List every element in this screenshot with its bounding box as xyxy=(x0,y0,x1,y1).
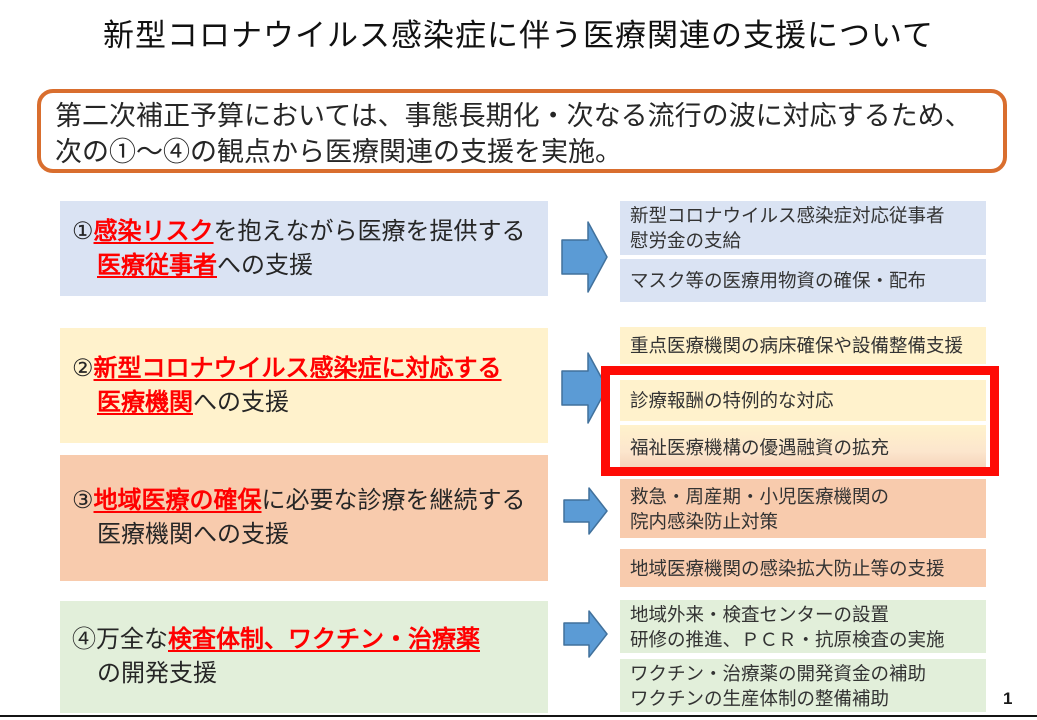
category-1-text-2: への支援 xyxy=(217,251,313,279)
support-item: 診療報酬の特例的な対応 xyxy=(620,380,986,421)
category-1-number: ① xyxy=(72,217,94,245)
intro-box: 第二次補正予算においては、事態長期化・次なる流行の波に対応するため、 次の①～④… xyxy=(37,89,1007,173)
category-1-line-1: ①感染リスクを抱えながら医療を提供する xyxy=(72,215,548,249)
arrow-right-icon xyxy=(563,610,608,658)
category-box-2: ②新型コロナウイルス感染症に対応する 医療機関への支援 xyxy=(60,328,548,443)
category-2-line-1: ②新型コロナウイルス感染症に対応する xyxy=(72,352,548,386)
category-3-text-2: 医療機関への支援 xyxy=(97,521,289,548)
support-item: 重点医療機関の病床確保や設備整備支援 xyxy=(620,327,986,364)
category-1-line-2: 医療従事者への支援 xyxy=(97,249,548,283)
support-item: マスク等の医療用物資の確保・配布 xyxy=(620,259,986,302)
category-3-emphasis: 地域医療の確保 xyxy=(93,487,262,514)
category-1-text: を抱えながら医療を提供する xyxy=(213,217,526,245)
category-3-line-1: ③地域医療の確保に必要な診療を継続する xyxy=(72,484,548,518)
support-item: 地域医療機関の感染拡大防止等の支援 xyxy=(620,549,986,587)
arrow-right-icon xyxy=(561,352,608,424)
category-3-number: ③ xyxy=(72,487,94,514)
arrow-right-icon xyxy=(561,221,608,293)
category-2-line-2: 医療機関への支援 xyxy=(97,386,548,420)
support-item: 新型コロナウイルス感染症対応従事者 慰労金の支給 xyxy=(620,201,986,255)
support-item: 地域外来・検査センターの設置 研修の推進、ＰＣＲ・抗原検査の実施 xyxy=(620,600,986,653)
category-2-emphasis: 新型コロナウイルス感染症に対応する xyxy=(93,354,502,382)
support-item: 救急・周産期・小児医療機関の 院内感染防止対策 xyxy=(620,479,986,538)
page-title: 新型コロナウイルス感染症に伴う医療関連の支援について xyxy=(102,18,935,53)
category-1-emphasis-2: 医療従事者 xyxy=(97,251,217,279)
page-number: 1 xyxy=(1003,689,1013,708)
category-box-3: ③地域医療の確保に必要な診療を継続する 医療機関への支援 xyxy=(60,455,548,581)
category-2-number: ② xyxy=(72,354,94,382)
intro-line-1: 第二次補正予算においては、事態長期化・次なる流行の波に対応するため、 xyxy=(55,101,972,131)
category-4-emphasis: 検査体制、ワクチン・治療薬 xyxy=(168,626,480,653)
support-item: 福祉医療機構の優遇融資の拡充 xyxy=(620,425,986,469)
category-4-number: ④万全な xyxy=(72,626,168,653)
category-box-4: ④万全な検査体制、ワクチン・治療薬 の開発支援 xyxy=(60,601,548,713)
category-3-line-2: 医療機関への支援 xyxy=(97,518,548,552)
slide-bottom-border xyxy=(0,715,1037,717)
category-2-text-2: への支援 xyxy=(193,388,289,416)
category-4-line-2: の開発支援 xyxy=(97,657,548,691)
intro-line-2: 次の①～④の観点から医療関連の支援を実施。 xyxy=(55,137,622,167)
category-4-line-1: ④万全な検査体制、ワクチン・治療薬 xyxy=(72,623,548,657)
category-4-text-2: の開発支援 xyxy=(97,660,217,687)
highlight-rectangle xyxy=(601,366,999,476)
category-3-text: に必要な診療を継続する xyxy=(261,487,526,514)
category-2-emphasis-2: 医療機関 xyxy=(97,388,193,416)
category-box-1: ①感染リスクを抱えながら医療を提供する 医療従事者への支援 xyxy=(60,201,548,296)
category-1-emphasis: 感染リスク xyxy=(93,217,214,245)
arrow-right-icon xyxy=(563,487,608,535)
support-item: ワクチン・治療薬の開発資金の補助 ワクチンの生産体制の整備補助 xyxy=(620,659,986,712)
